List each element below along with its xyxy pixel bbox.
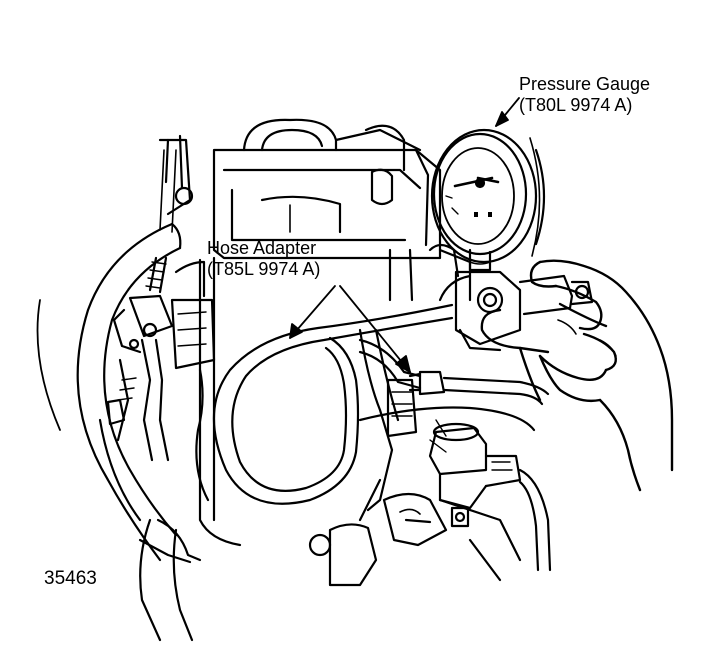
pressure-gauge [430, 128, 546, 272]
hose-leader-line-right [339, 285, 411, 373]
large-hoses [36, 222, 194, 642]
technician-hand [480, 259, 674, 492]
hose-adapter-part-number: (T85L 9974 A) [207, 259, 321, 279]
engine-block [138, 118, 522, 587]
gauge-leader-arrowhead [495, 111, 509, 127]
pressure-gauge-part-number: (T80L 9974 A) [519, 95, 633, 115]
pressure-gauge-label: Pressure Gauge [519, 74, 651, 94]
hose-leader-arrowhead-left [289, 323, 303, 339]
callout-leaders [289, 97, 520, 373]
hose-leader-arrowhead-right [395, 355, 411, 373]
pressure-gauge-callout: Pressure Gauge (T80L 9974 A) [519, 74, 650, 116]
hose-adapter-callout: Hose Adapter (T85L 9974 A) [207, 238, 320, 280]
gauge-valve [438, 270, 594, 352]
throttle-cables [98, 134, 194, 522]
hose-adapter-label: Hose Adapter [207, 238, 317, 258]
figure-number: 35463 [44, 568, 97, 589]
pressure-regulator [428, 422, 552, 572]
hose-adapter-loop [212, 303, 550, 505]
